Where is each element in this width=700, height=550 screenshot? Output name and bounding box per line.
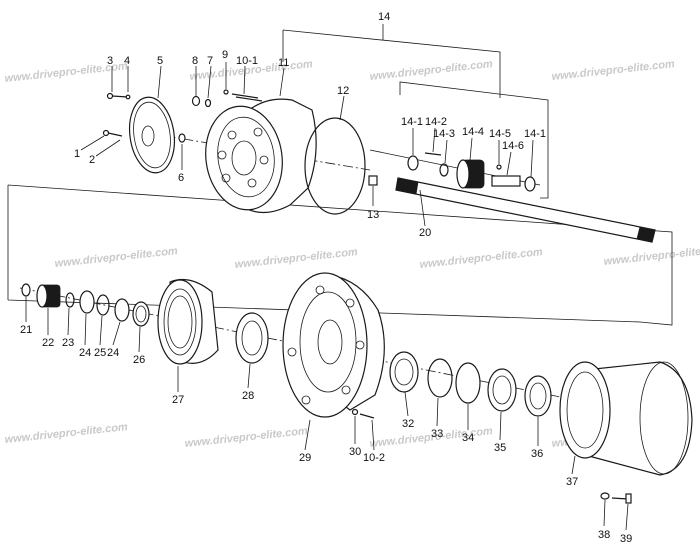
label-part-39: 39 [620, 533, 632, 545]
part-13-sleeve [368, 175, 378, 186]
label-part-38: 38 [598, 529, 610, 541]
part-27-ring-gear [157, 279, 219, 365]
label-part-11: 11 [278, 57, 289, 69]
part-8-washer [191, 95, 201, 107]
part-14-2-pin [424, 152, 442, 156]
label-part-3: 3 [107, 55, 113, 67]
watermark-text: www.drivepro-elite.com [234, 246, 358, 271]
label-part-4: 4 [124, 55, 130, 67]
part-25-ring [96, 294, 110, 316]
bracket-group-14 [282, 24, 549, 199]
part-23-snap-ring [65, 292, 75, 308]
part-21-ring [21, 283, 31, 297]
watermark-text: www.drivepro-elite.com [369, 58, 493, 83]
part-20-shaft [395, 177, 656, 243]
part-30-pin [351, 408, 359, 416]
part-6-washer [178, 133, 186, 143]
label-part-14-1: 14-1 [401, 116, 423, 128]
part-7-ring [204, 98, 212, 108]
label-part-24b: 24 [107, 347, 119, 359]
label-part-28: 28 [242, 390, 254, 402]
label-part-23: 23 [62, 337, 74, 349]
watermark-text: www.drivepro-elite.com [603, 243, 700, 268]
leader-lines [25, 62, 629, 531]
part-22-gear [36, 284, 61, 308]
label-part-13: 13 [367, 209, 379, 221]
label-part-22: 22 [42, 337, 54, 349]
label-part-14: 14 [378, 11, 390, 23]
part-38-washer [600, 492, 610, 500]
part-labels: 3 4 5 1 2 6 8 7 9 10-1 11 14 12 13 20 14… [20, 11, 632, 545]
label-part-9: 9 [222, 49, 228, 61]
label-part-25: 25 [94, 347, 106, 359]
part-14-1-washer [524, 176, 536, 192]
part-14-5-ball [496, 164, 502, 170]
part-28-seal [235, 312, 269, 364]
label-part-33: 33 [431, 428, 443, 440]
label-part-12: 12 [337, 85, 349, 97]
label-part-21: 21 [20, 324, 32, 336]
label-part-37: 37 [566, 476, 578, 488]
part-24-washer [114, 298, 130, 322]
label-part-5: 5 [157, 55, 163, 67]
label-part-10-1: 10-1 [236, 55, 258, 67]
watermark-text: www.drivepro-elite.com [4, 421, 128, 446]
label-part-36: 36 [531, 448, 543, 460]
part-37-spindle-housing [559, 361, 693, 476]
watermark-text: www.drivepro-elite.com [551, 58, 675, 83]
part-14-4-gear [456, 159, 485, 189]
label-part-14-4: 14-4 [462, 126, 484, 138]
part-10-1-bolt [231, 93, 263, 102]
part-32-bearing [389, 351, 419, 393]
label-part-24: 24 [79, 347, 91, 359]
part-10-2-bolt [359, 413, 375, 419]
part-1-bolt [102, 129, 123, 137]
part-12-o-ring [304, 117, 366, 215]
label-part-14-2: 14-2 [425, 116, 447, 128]
label-part-30: 30 [349, 446, 361, 458]
part-29-hub [282, 272, 385, 418]
label-part-34: 34 [462, 432, 474, 444]
part-34-ring [455, 362, 481, 404]
part-26-bearing [132, 301, 150, 327]
part-36-bearing [524, 375, 552, 417]
label-part-27: 27 [172, 394, 184, 406]
part-24-washer [79, 290, 95, 314]
label-part-14-3: 14-3 [433, 128, 455, 140]
part-9-pin [223, 89, 229, 95]
label-part-8: 8 [192, 55, 198, 67]
part-39-bolt [611, 493, 632, 504]
label-part-26: 26 [133, 354, 145, 366]
label-part-14-6: 14-6 [502, 140, 524, 152]
label-part-32: 32 [402, 418, 414, 430]
label-part-20: 20 [419, 227, 431, 239]
label-part-14-1b: 14-1 [524, 128, 546, 140]
part-14-3-snap-ring [439, 163, 449, 177]
label-part-2: 2 [89, 154, 95, 166]
watermark-text: www.drivepro-elite.com [419, 246, 543, 271]
label-part-6: 6 [178, 172, 184, 184]
part-11-housing [205, 98, 317, 214]
watermark-text: www.drivepro-elite.com [54, 245, 178, 270]
label-part-10-2: 10-2 [363, 452, 385, 464]
part-14-6-sleeve [491, 175, 521, 187]
part-35-bearing [487, 368, 517, 412]
part-3-bolt [106, 92, 131, 100]
part-33-ring [427, 358, 453, 398]
part-5-cover-plate [128, 96, 176, 174]
label-part-1: 1 [74, 148, 80, 160]
part-14-1-washer [407, 155, 419, 171]
label-part-29: 29 [299, 452, 311, 464]
label-part-14-5: 14-5 [489, 128, 511, 140]
label-part-7: 7 [207, 55, 213, 67]
label-part-35: 35 [494, 442, 506, 454]
watermark-text: www.drivepro-elite.com [184, 425, 308, 450]
